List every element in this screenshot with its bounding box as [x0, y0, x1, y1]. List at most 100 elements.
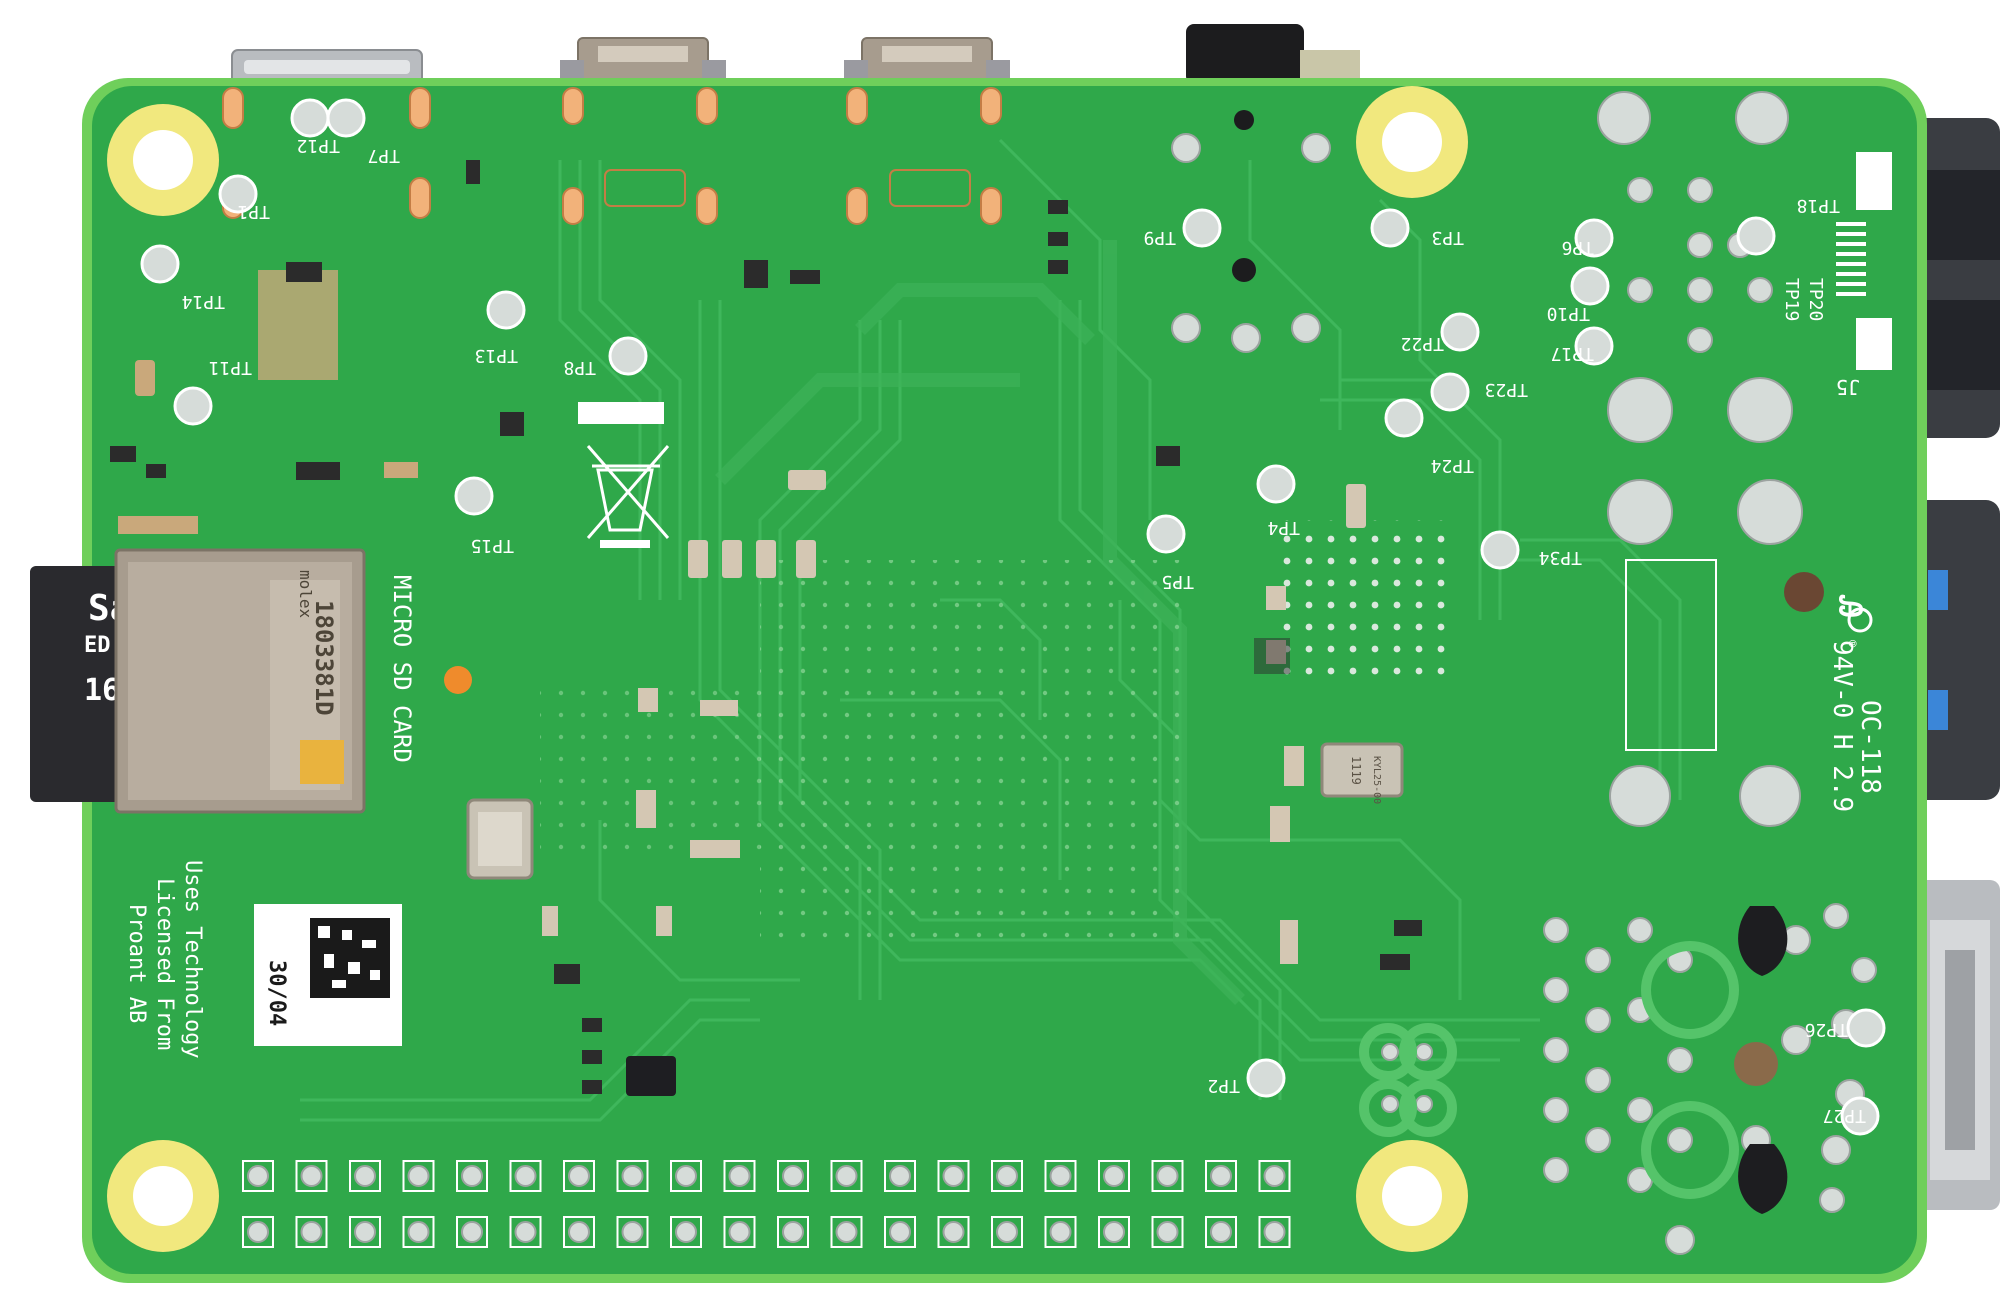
j5-pad-bottom: [1856, 318, 1892, 370]
gpio-pad: [247, 1165, 269, 1187]
test-point-label-tp11: TP11: [209, 357, 252, 378]
micro-sd-card-label: MICRO SD CARD: [388, 575, 416, 763]
footprint-outline: [1625, 559, 1717, 751]
gpio-pad: [889, 1165, 911, 1187]
gpio-pad: [407, 1165, 430, 1187]
gpio-pad-outline: [402, 1216, 435, 1248]
gpio-pad: [514, 1221, 537, 1243]
test-point-pad-tp18: [1736, 216, 1776, 256]
svg-text:1119: 1119: [1349, 756, 1363, 785]
j5-label: J5: [1836, 375, 1860, 399]
test-point-label-tp12: TP12: [297, 135, 340, 156]
test-point-label-tp1: TP1: [237, 201, 270, 222]
gpio-pad-outline: [349, 1216, 381, 1248]
poe-pad-outlines: [1359, 941, 1739, 1199]
test-point-pad-tp23: [1430, 372, 1470, 412]
micro-sd-card: Sa ED 16G: [30, 566, 140, 802]
gpio-pad-outline: [509, 1160, 542, 1192]
gpio-pad-outline: [991, 1160, 1023, 1192]
gpio-pad: [942, 1165, 965, 1187]
gpio-pad-outline: [1205, 1160, 1237, 1192]
crystal-oscillator-left: [466, 798, 534, 880]
test-point-label-tp14: TP14: [182, 291, 225, 312]
datamatrix-sticker: 30/04: [254, 904, 402, 1046]
test-point-pad-tp5: [1146, 514, 1186, 554]
test-point-label-tp9: TP9: [1143, 227, 1176, 248]
fiducial-mark: [444, 666, 472, 694]
j5-pin-row: [1836, 222, 1866, 296]
hdmi-solder-pads: [562, 87, 1002, 225]
test-point-pad-tp27: [1840, 1096, 1880, 1136]
ethernet-usb-connector-top: [1905, 118, 2000, 438]
test-point-label-tp26: TP26: [1805, 1019, 1848, 1040]
license-line-2: Licensed From: [152, 878, 177, 1050]
gpio-pad: [1103, 1165, 1125, 1187]
gpio-pad-outline: [1044, 1216, 1077, 1248]
micro-sd-slot: molex 1803381D: [114, 548, 366, 814]
large-via: [1734, 1042, 1778, 1086]
bga-pad-array: [1270, 520, 1450, 680]
gpio-pad-outline: [670, 1216, 702, 1248]
svg-text:1803381D: 1803381D: [310, 600, 338, 716]
gpio-pad: [835, 1221, 858, 1243]
test-point-pad-tp10: [1570, 266, 1610, 306]
gpio-pad-outline: [1258, 1160, 1291, 1192]
gpio-pad: [300, 1221, 323, 1243]
gpio-pad: [1263, 1221, 1286, 1243]
test-point-pad-tp9: [1182, 208, 1222, 248]
test-point-pad-tp13: [486, 290, 526, 330]
crystal-oscillator-right: KYL25-00 1119: [1320, 742, 1404, 804]
gpio-pad: [996, 1165, 1018, 1187]
test-point-label-tp6: TP6: [1561, 237, 1594, 258]
test-point-pad-tp26: [1846, 1008, 1886, 1048]
test-point-label-tp5: TP5: [1161, 571, 1194, 592]
gpio-pad: [942, 1221, 965, 1243]
test-point-pad-tp3: [1370, 208, 1410, 248]
test-point-label-tp20: TP20: [1805, 278, 1826, 321]
gpio-pad-outline: [884, 1160, 916, 1192]
gpio-pad: [1049, 1221, 1072, 1243]
test-point-label-tp17: TP17: [1551, 343, 1594, 364]
test-point-pad-tp7: [290, 98, 330, 138]
gpio-pad-outline: [991, 1216, 1023, 1248]
test-point-label-tp10: TP10: [1547, 303, 1590, 324]
via-big: [1784, 572, 1824, 612]
test-point-pad-tp2: [1246, 1058, 1286, 1098]
j5-pad-top: [1856, 152, 1892, 210]
gpio-pad: [782, 1165, 804, 1187]
gpio-pad-outline: [830, 1216, 863, 1248]
license-line-3: Proant AB: [124, 904, 149, 1023]
gpio-pad: [1156, 1221, 1179, 1243]
test-point-pad-tp34: [1480, 530, 1520, 570]
gpio-pad: [461, 1221, 483, 1243]
test-point-pad-tp4: [1256, 464, 1296, 504]
mount-hole-top-left: [107, 104, 219, 216]
gpio-pad-outline: [777, 1160, 809, 1192]
gpio-pad: [1210, 1221, 1232, 1243]
test-point-label-tp13: TP13: [475, 345, 518, 366]
gpio-pad: [1049, 1165, 1072, 1187]
micro-hdmi-1-connector: [844, 37, 1010, 83]
gpio-pad-outline: [723, 1216, 756, 1248]
test-point-pad-tp24: [1384, 398, 1424, 438]
test-point-pad-tp11: [173, 386, 213, 426]
gpio-pad: [300, 1165, 323, 1187]
flammability-label: 94V-0 H 2.9: [1827, 640, 1857, 812]
gpio-pad: [247, 1221, 269, 1243]
test-point-label-tp34: TP34: [1539, 547, 1582, 568]
svg-text:Ꭿ: Ꭿ: [1832, 594, 1867, 618]
test-point-pad-tp14: [140, 244, 180, 284]
test-point-label-tp7: TP7: [367, 145, 400, 166]
micro-hdmi-0-connector: [560, 37, 726, 83]
gpio-pad-outline: [456, 1160, 488, 1192]
gpio-pad-outline: [670, 1160, 702, 1192]
gpio-pad: [514, 1165, 537, 1187]
gpio-pad: [1210, 1165, 1232, 1187]
gpio-pad-outline: [242, 1216, 274, 1248]
gpio-pad: [675, 1221, 697, 1243]
gpio-pad: [568, 1165, 590, 1187]
test-point-label-tp18: TP18: [1797, 195, 1840, 216]
